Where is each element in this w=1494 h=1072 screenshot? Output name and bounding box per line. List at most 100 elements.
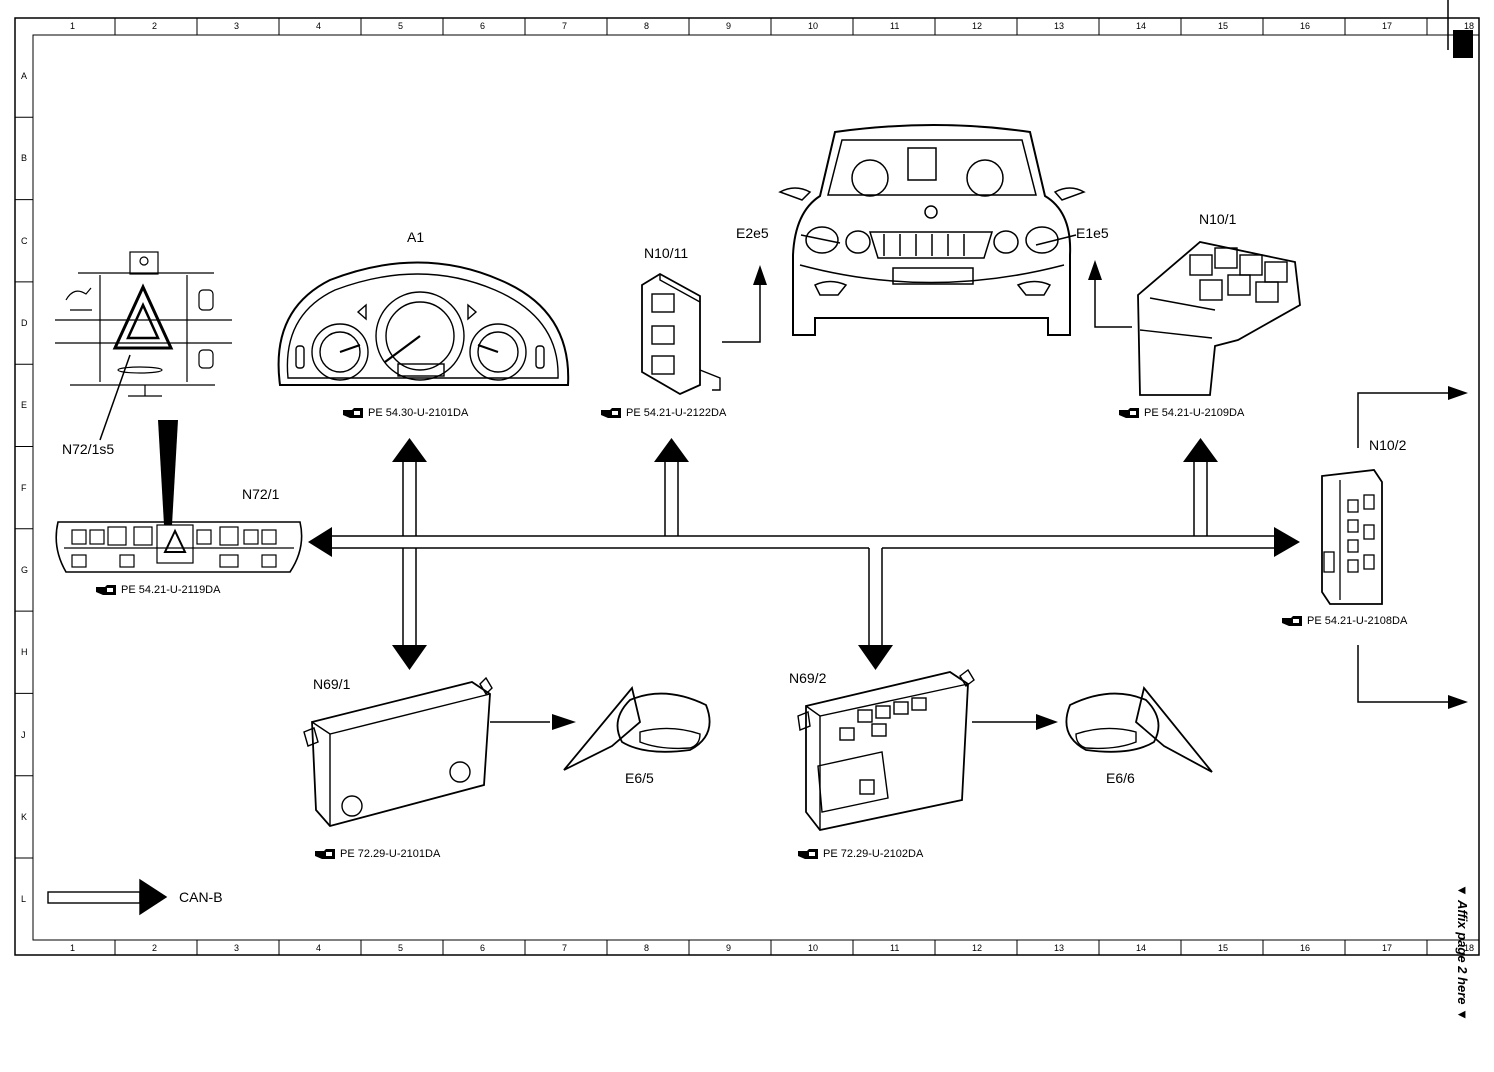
corner-marker (1453, 30, 1473, 58)
e6-6-mirror-drawing (1065, 686, 1213, 773)
label-n69-1: N69/1 (313, 676, 351, 692)
row-letter: A (21, 71, 28, 82)
column-number: 7 (562, 943, 568, 953)
column-number: 18 (1464, 21, 1475, 31)
column-number: 9 (726, 943, 732, 953)
column-number: 17 (1382, 943, 1393, 953)
margin-note-text: ▼ Affix page 2 here ▼ (1455, 884, 1470, 1021)
column-number: 13 (1054, 943, 1065, 953)
column-number: 2 (152, 943, 158, 953)
column-number: 15 (1218, 943, 1229, 953)
column-number: 1 (70, 21, 76, 31)
column-number: 12 (972, 21, 983, 31)
column-number: 4 (316, 943, 322, 953)
row-letter: F (21, 482, 27, 493)
column-number: 1 (70, 943, 76, 953)
ref-text: PE 54.21-U-2108DA (1307, 615, 1408, 627)
column-number: 15 (1218, 21, 1229, 31)
reference-hand-icon (342, 407, 364, 419)
label-e1e5: E1e5 (1076, 225, 1109, 241)
can-b-arrowheads (308, 438, 1300, 670)
column-number: 2 (152, 21, 158, 31)
column-number: 9 (726, 21, 732, 31)
n10-1-fuse-box-drawing (1137, 241, 1301, 396)
reference-hand-icon (797, 848, 819, 860)
label-n72-1: N72/1 (242, 486, 280, 502)
row-letter: J (21, 729, 26, 740)
column-number: 14 (1136, 21, 1147, 31)
label-e2e5: E2e5 (736, 225, 769, 241)
column-number: 5 (398, 21, 404, 31)
column-number: 11 (890, 943, 900, 953)
reference-hand-icon (1118, 407, 1140, 419)
n72-1s5-switch-drawing (55, 251, 232, 397)
column-number: 10 (808, 21, 819, 31)
label-a1: A1 (407, 229, 425, 245)
ref-n69-2[interactable]: PE 72.29-U-2102DA (797, 848, 923, 860)
label-n10-2: N10/2 (1369, 437, 1407, 453)
e6-5-mirror-drawing (563, 686, 711, 771)
column-number: 6 (480, 943, 486, 953)
car-front-drawing (778, 124, 1086, 336)
row-letter: H (21, 647, 28, 658)
n69-1-door-module-drawing (303, 676, 493, 828)
column-number: 7 (562, 21, 568, 31)
ref-n10-11[interactable]: PE 54.21-U-2122DA (600, 407, 726, 419)
row-letter: K (21, 811, 28, 822)
column-number: 17 (1382, 21, 1393, 31)
ref-text: PE 72.29-U-2102DA (823, 848, 924, 860)
ref-text: PE 54.21-U-2122DA (626, 407, 727, 419)
label-e6-5: E6/5 (625, 770, 654, 786)
column-number: 8 (644, 943, 650, 953)
margin-note: ▼ Affix page 2 here ▼ (1448, 884, 1478, 1034)
column-number: 3 (234, 21, 240, 31)
legend-label: CAN-B (179, 889, 223, 905)
row-letter: E (21, 400, 28, 411)
column-number: 12 (972, 943, 983, 953)
label-n69-2: N69/2 (789, 670, 827, 686)
n72-1-control-panel-drawing (55, 521, 303, 573)
reference-hand-icon (600, 407, 622, 419)
column-number: 16 (1300, 21, 1311, 31)
column-number: 6 (480, 21, 486, 31)
reference-hand-icon (95, 584, 117, 596)
n10-2-module-drawing (1321, 469, 1383, 605)
signal-lines (99, 234, 1450, 723)
ref-n10-2[interactable]: PE 54.21-U-2108DA (1281, 615, 1407, 627)
signal-arrowheads (158, 260, 1468, 730)
column-number: 18 (1464, 943, 1475, 953)
ref-text: PE 54.21-U-2109DA (1144, 407, 1245, 419)
column-number: 11 (890, 21, 900, 31)
ref-n72-1[interactable]: PE 54.21-U-2119DA (95, 584, 220, 596)
label-n10-1: N10/1 (1199, 211, 1237, 227)
n69-2-door-module-drawing (797, 668, 975, 831)
row-letter: B (21, 153, 28, 164)
reference-hand-icon (1281, 615, 1303, 627)
can-b-legend-arrow (47, 878, 168, 916)
column-number: 16 (1300, 943, 1311, 953)
label-e6-6: E6/6 (1106, 770, 1135, 786)
ref-text: PE 54.21-U-2119DA (121, 584, 221, 596)
ref-n69-1[interactable]: PE 72.29-U-2101DA (314, 848, 440, 860)
reference-hand-icon (314, 848, 336, 860)
column-number: 13 (1054, 21, 1065, 31)
ref-n10-1[interactable]: PE 54.21-U-2109DA (1118, 407, 1244, 419)
ref-a1[interactable]: PE 54.30-U-2101DA (342, 407, 468, 419)
ref-text: PE 72.29-U-2101DA (340, 848, 441, 860)
n10-11-module-drawing (641, 272, 721, 396)
grid-ticks (15, 18, 1428, 955)
row-letter: L (21, 894, 27, 905)
row-letter: G (21, 564, 29, 575)
can-b-bus (330, 462, 1275, 645)
column-number: 14 (1136, 943, 1147, 953)
row-letter: D (21, 318, 28, 329)
ref-text: PE 54.30-U-2101DA (368, 407, 469, 419)
sheet-frame (14, 17, 1480, 956)
column-number: 8 (644, 21, 650, 31)
column-number: 3 (234, 943, 240, 953)
column-number: 10 (808, 943, 819, 953)
column-number: 4 (316, 21, 322, 31)
column-number: 5 (398, 943, 404, 953)
row-letter: C (21, 235, 28, 246)
